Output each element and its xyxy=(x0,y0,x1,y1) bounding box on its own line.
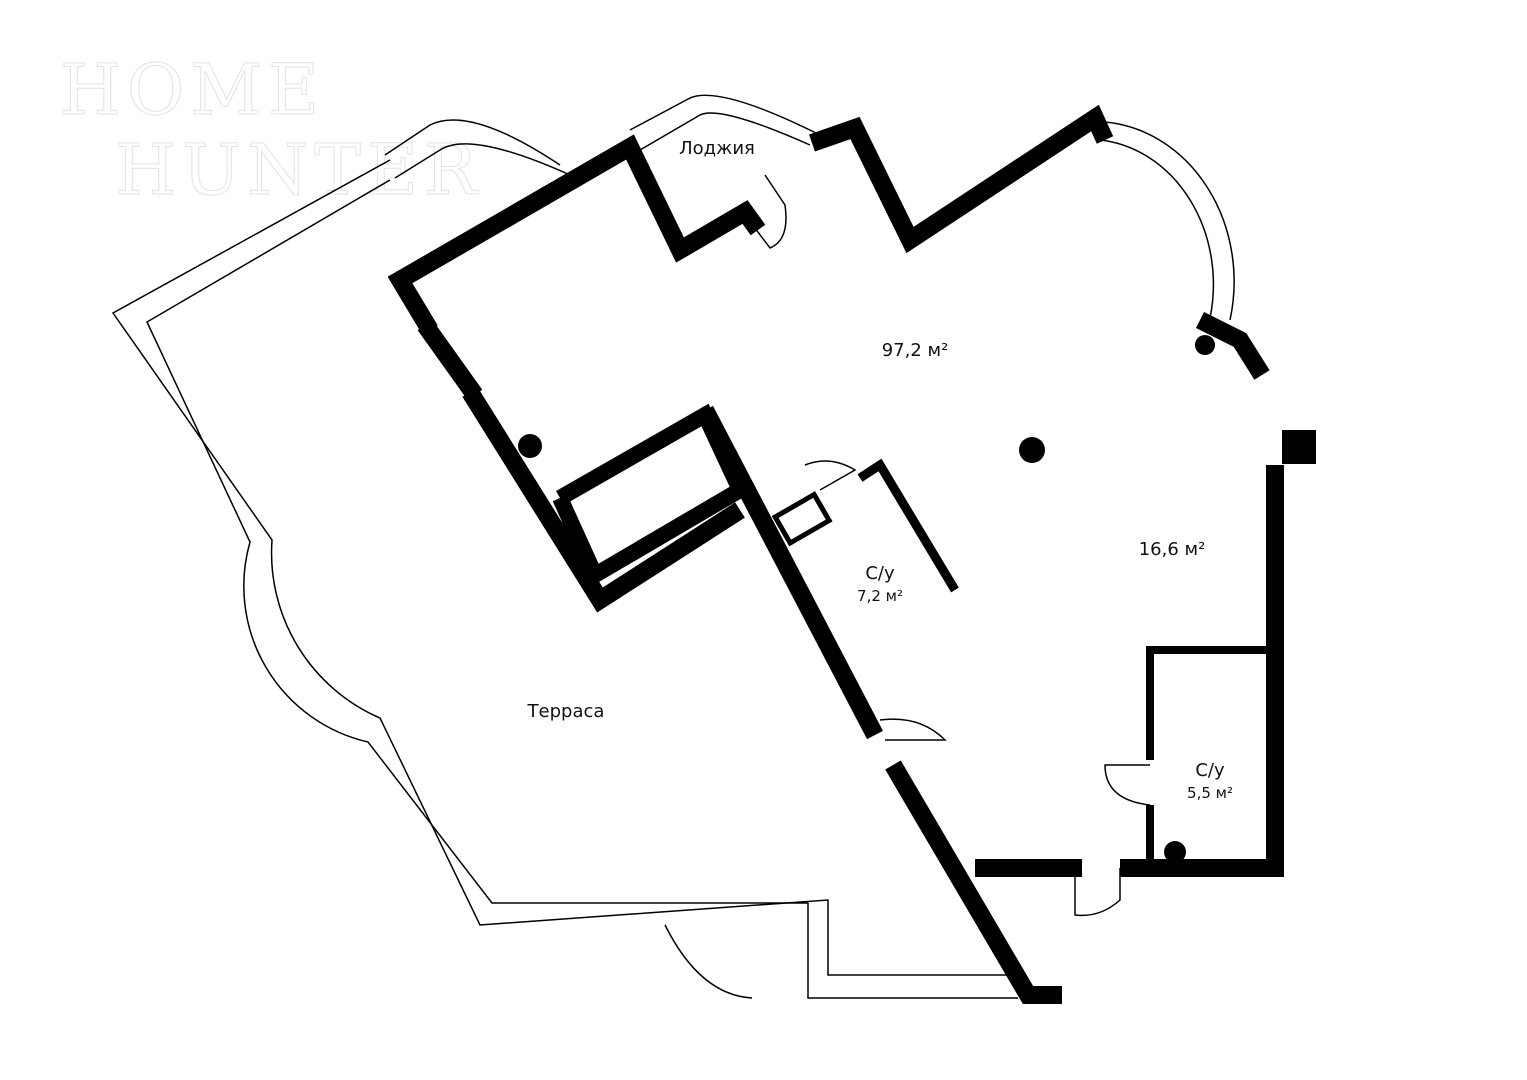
door-bath2 xyxy=(1104,764,1151,806)
column xyxy=(1282,430,1316,464)
door-south xyxy=(1074,868,1121,917)
wall-diagonal-2 xyxy=(885,760,1062,1004)
bath1-name: С/у xyxy=(865,563,895,584)
logo-line2: HUNTER xyxy=(115,129,483,211)
room-label-bath1: С/у 7,2 м² xyxy=(857,563,903,607)
wall-north xyxy=(387,134,766,335)
room-area-kitchen: 16,6 м² xyxy=(1138,539,1206,560)
wall-east xyxy=(1120,465,1284,877)
logo-line1: HOME xyxy=(60,49,326,131)
wall-north-west xyxy=(462,387,745,613)
wall-inner-block xyxy=(552,403,751,587)
wall-north-2 xyxy=(809,104,1114,254)
door-bath1 xyxy=(804,460,857,491)
terrace-outline xyxy=(111,94,1018,999)
column xyxy=(518,434,542,458)
wall-east-bay xyxy=(1195,311,1270,380)
column xyxy=(1164,841,1186,863)
walls xyxy=(387,104,1284,1004)
wall-bath2 xyxy=(1146,646,1268,760)
columns xyxy=(518,335,1316,863)
bath1-fixture xyxy=(771,491,833,547)
door-loggia xyxy=(744,174,787,249)
room-area-main: 97,2 м² xyxy=(881,340,949,361)
wall-bath1 xyxy=(857,458,959,593)
bath2-area: 5,5 м² xyxy=(1187,784,1233,802)
home-hunter-logo: HOME HUNTER xyxy=(60,49,483,211)
room-label-terrace: Терраса xyxy=(527,701,605,722)
room-label-loggia: Лоджия xyxy=(679,138,755,159)
doors xyxy=(744,174,1151,917)
door-entry xyxy=(879,718,947,741)
wall-window-left xyxy=(417,319,483,401)
bath1-area: 7,2 м² xyxy=(857,587,903,605)
room-label-bath2: С/у 5,5 м² xyxy=(1187,760,1233,804)
bath2-name: С/у xyxy=(1195,760,1225,781)
column xyxy=(1019,437,1045,463)
column xyxy=(1195,335,1215,355)
bay-window xyxy=(1099,121,1235,321)
